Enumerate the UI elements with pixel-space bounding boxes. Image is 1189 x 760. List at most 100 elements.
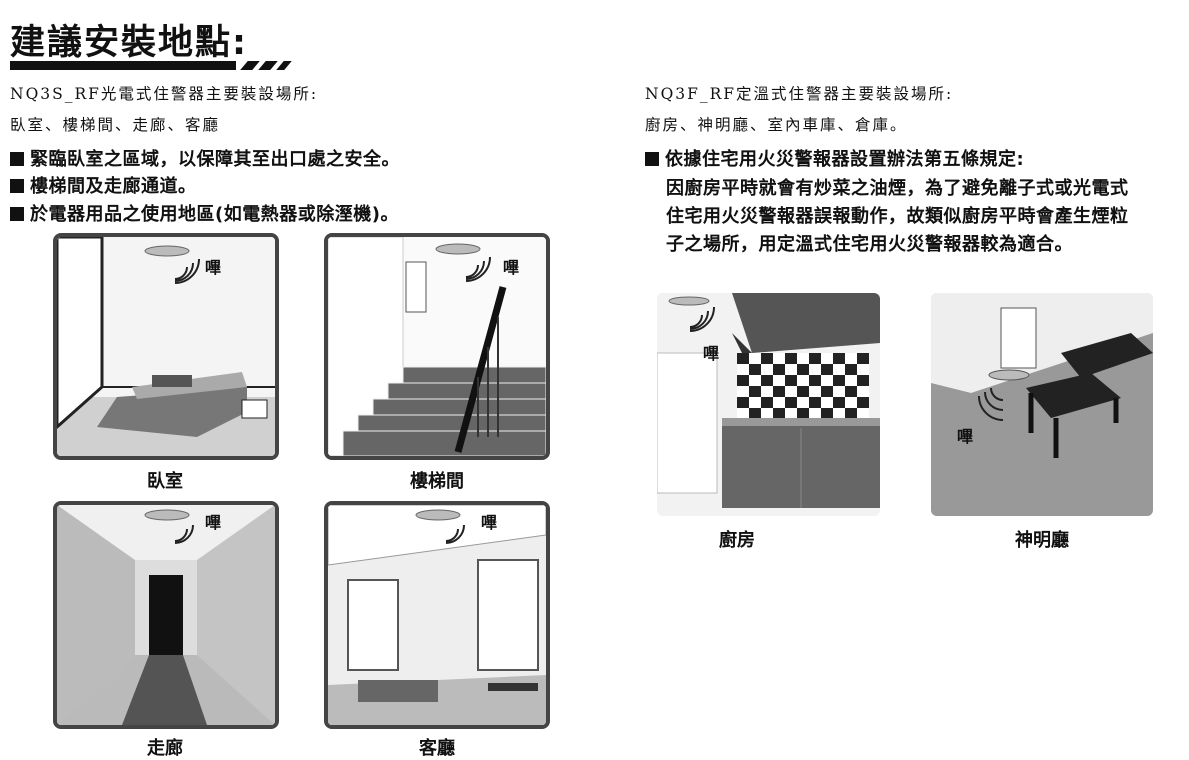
backsplash-tile	[749, 375, 761, 386]
bullet-continuation: 住宅用火災警報器誤報動作，故類似廚房平時會產生煙粒	[666, 206, 1129, 227]
bullet-continuation: 因廚房平時就會有炒菜之油煙，為了避免離子式或光電式	[666, 178, 1129, 199]
backsplash-tile	[833, 364, 845, 375]
backsplash-tile	[737, 375, 749, 386]
backsplash-tile	[821, 397, 833, 408]
backsplash-tile	[857, 375, 869, 386]
kitchen-illustration	[657, 293, 880, 516]
backsplash-tile	[857, 364, 869, 375]
backsplash-tile	[797, 397, 809, 408]
backsplash-tile	[761, 364, 773, 375]
caption-corridor: 走廊	[147, 738, 183, 759]
backsplash-tile	[857, 408, 869, 419]
backsplash-tile	[785, 386, 797, 397]
backsplash-tile	[737, 353, 749, 364]
caption-bedroom: 臥室	[147, 471, 183, 492]
backsplash-tile	[797, 375, 809, 386]
backsplash-tile	[833, 408, 845, 419]
backsplash-tile	[821, 386, 833, 397]
backsplash-tile	[821, 375, 833, 386]
staircase-illustration	[324, 233, 550, 460]
backsplash-tile	[785, 397, 797, 408]
title-underline-slash	[258, 61, 278, 70]
backsplash-tile	[785, 375, 797, 386]
backsplash-tile	[737, 386, 749, 397]
backsplash-tile	[833, 353, 845, 364]
backsplash-tile	[857, 353, 869, 364]
shrine-hall-illustration	[931, 293, 1153, 516]
backsplash-tile	[809, 397, 821, 408]
bullet-text: 依據住宅用火災警報器設置辦法第五條規定:	[665, 149, 1025, 170]
backsplash-tile	[737, 364, 749, 375]
backsplash-tile	[845, 364, 857, 375]
title-underline	[10, 61, 236, 70]
backsplash-tile	[845, 375, 857, 386]
backsplash-tile	[761, 386, 773, 397]
beep-text: 嗶	[205, 513, 222, 532]
backsplash-tile	[845, 386, 857, 397]
bullet-text: 緊臨臥室之區域，以保障其至出口處之安全。	[30, 149, 400, 170]
photoelectric-places-line: 臥室、樓梯間、走廊、客廳	[10, 116, 221, 134]
backsplash-tile	[857, 397, 869, 408]
backsplash-tile	[773, 375, 785, 386]
backsplash-tile	[809, 386, 821, 397]
backsplash-tile	[809, 375, 821, 386]
backsplash-tile	[737, 397, 749, 408]
backsplash-tile	[797, 386, 809, 397]
caption-living-room: 客廳	[419, 738, 455, 759]
bullet-text: 樓梯間及走廊通道。	[30, 176, 197, 197]
beep-text: 嗶	[481, 513, 498, 532]
backsplash-tile	[749, 353, 761, 364]
bullet-item: 緊臨臥室之區域，以保障其至出口處之安全。	[10, 145, 400, 171]
title-underline-slash	[276, 61, 292, 70]
backsplash-tile	[833, 397, 845, 408]
backsplash-tile	[761, 353, 773, 364]
backsplash-tile	[797, 364, 809, 375]
bullet-square-icon	[10, 152, 24, 166]
backsplash-tile	[785, 408, 797, 419]
backsplash-tile	[749, 386, 761, 397]
backsplash-tile	[773, 397, 785, 408]
fixed-temp-places-line: 廚房、神明廳、室內車庫、倉庫。	[645, 116, 908, 134]
backsplash-tile	[773, 408, 785, 419]
backsplash-tile	[821, 353, 833, 364]
page-title: 建議安裝地點:	[10, 23, 248, 63]
corridor-illustration	[53, 501, 279, 729]
caption-kitchen: 廚房	[719, 530, 755, 551]
bullet-square-icon	[10, 179, 24, 193]
beep-text: 嗶	[957, 427, 974, 446]
backsplash-tile	[797, 408, 809, 419]
backsplash-tile	[785, 353, 797, 364]
backsplash-tile	[737, 408, 749, 419]
backsplash-tile	[749, 364, 761, 375]
backsplash-tile	[761, 408, 773, 419]
backsplash-tile	[833, 375, 845, 386]
beep-text: 嗶	[503, 258, 520, 277]
backsplash-tile	[857, 386, 869, 397]
beep-text: 嗶	[205, 258, 222, 277]
backsplash-tile	[809, 353, 821, 364]
backsplash-tile	[761, 397, 773, 408]
caption-staircase: 樓梯間	[410, 471, 464, 492]
backsplash-tile	[749, 397, 761, 408]
backsplash-tile	[797, 353, 809, 364]
backsplash-tile	[773, 386, 785, 397]
photoelectric-model-line: NQ3S_RF光電式住警器主要裝設場所:	[10, 85, 319, 103]
backsplash-tile	[785, 364, 797, 375]
backsplash-tile	[809, 408, 821, 419]
backsplash-tile	[809, 364, 821, 375]
bullet-square-icon	[645, 152, 659, 166]
living-room-illustration	[324, 501, 550, 729]
backsplash-tile	[833, 386, 845, 397]
backsplash-tile	[749, 408, 761, 419]
backsplash-tile	[773, 364, 785, 375]
backsplash-tile	[845, 408, 857, 419]
bullet-item: 依據住宅用火災警報器設置辦法第五條規定:	[645, 145, 1024, 171]
fixed-temp-model-line: NQ3F_RF定溫式住警器主要裝設場所:	[645, 85, 954, 103]
beep-text: 嗶	[703, 344, 720, 363]
backsplash-tile	[845, 397, 857, 408]
backsplash-tile	[773, 353, 785, 364]
backsplash-tile	[821, 408, 833, 419]
bullet-item: 樓梯間及走廊通道。	[10, 172, 197, 198]
bullet-item: 於電器用品之使用地區(如電熱器或除溼機)。	[10, 200, 399, 226]
backsplash-tile	[821, 364, 833, 375]
